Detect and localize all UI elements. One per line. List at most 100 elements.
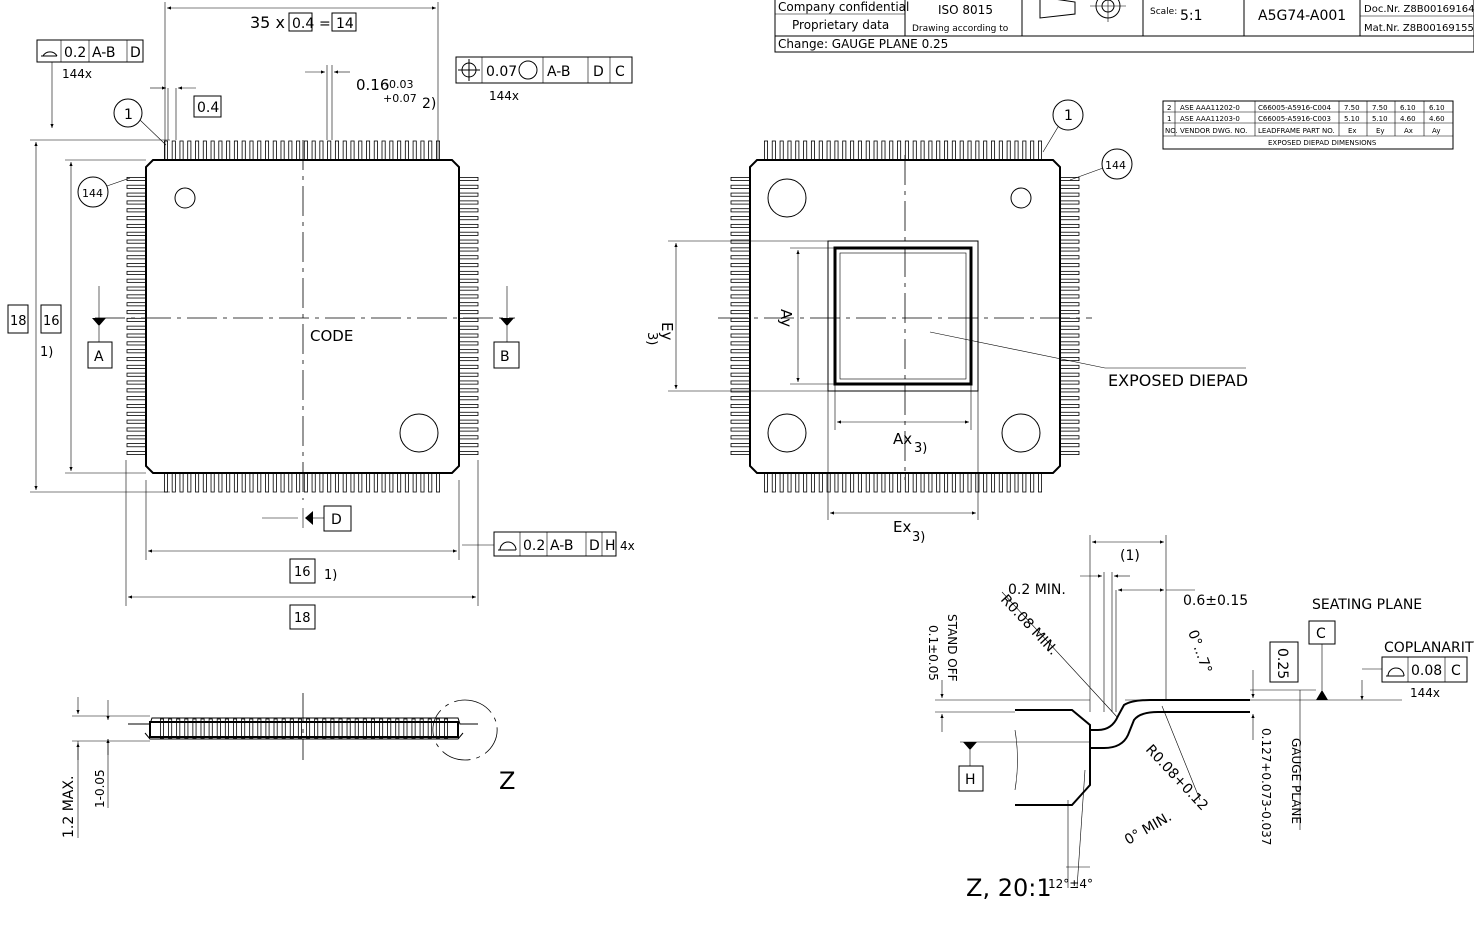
profile-surface-icon	[498, 541, 517, 551]
lead	[176, 718, 181, 739]
datum-c: C	[1316, 626, 1326, 642]
pin1-mark	[174, 187, 196, 209]
dim-18-bottom: 18	[294, 611, 311, 626]
lead	[730, 278, 751, 283]
lead	[458, 372, 479, 377]
lead	[126, 216, 147, 221]
lead	[381, 140, 386, 161]
lead	[998, 140, 1003, 161]
table-header-no: NO.	[1165, 127, 1178, 135]
lead	[865, 472, 870, 493]
lead	[1022, 140, 1027, 161]
lead	[873, 472, 878, 493]
lead	[730, 443, 751, 448]
lead	[928, 472, 933, 493]
note-1-bottom: 1)	[324, 568, 337, 583]
detail-scale: Z, 20:1	[966, 874, 1052, 902]
lead	[458, 364, 479, 369]
ejector-mark	[767, 413, 807, 453]
lead	[126, 388, 147, 393]
ey-label: Ey	[658, 322, 676, 340]
lead	[730, 270, 751, 275]
lead-row-left	[126, 176, 147, 455]
lead	[857, 140, 862, 161]
lead	[730, 364, 751, 369]
zero-min: 0° MIN.	[1122, 809, 1175, 849]
lead	[126, 255, 147, 260]
lead	[126, 364, 147, 369]
lead	[730, 349, 751, 354]
lead	[920, 140, 925, 161]
lead	[730, 176, 751, 181]
lead	[881, 472, 886, 493]
table-header-vendor: VENDOR DWG. NO.	[1180, 127, 1247, 135]
top-view: CODE 35 x 0.4 = 14 0.2 A-B D 144x 1 144	[7, 2, 635, 630]
lead	[404, 472, 409, 493]
lead	[730, 255, 751, 260]
datum-d: D	[331, 512, 342, 528]
lead	[944, 140, 949, 161]
lead	[818, 472, 823, 493]
lead	[202, 140, 207, 161]
position-datum-d: D	[593, 64, 604, 80]
lead	[795, 140, 800, 161]
lead	[897, 472, 902, 493]
profile-surface-icon	[41, 51, 58, 57]
lead	[412, 472, 417, 493]
lead	[126, 435, 147, 440]
lead	[126, 419, 147, 424]
profile-datum-d: D	[589, 538, 600, 554]
lead	[904, 140, 909, 161]
lead	[1059, 450, 1080, 455]
lead	[435, 472, 440, 493]
coplanarity-label: COPLANARITY	[1384, 640, 1474, 656]
lead	[126, 247, 147, 252]
lead	[126, 200, 147, 205]
lead	[810, 472, 815, 493]
lead-tol-minus: -0.03	[385, 78, 413, 91]
lead	[771, 472, 776, 493]
exposed-diepad	[833, 246, 973, 386]
lead	[458, 435, 479, 440]
side-view: Z 1.2 MAX. 1-0.05	[61, 693, 515, 838]
lead	[458, 349, 479, 354]
lead	[126, 302, 147, 307]
standoff-value: 0.1±0.05	[926, 625, 940, 681]
gauge-value: 0.25	[1274, 648, 1290, 679]
table-cell: 4.60	[1400, 115, 1416, 123]
lead	[842, 140, 847, 161]
lead	[959, 472, 964, 493]
coplanarity-frame: 0.08 C	[1381, 656, 1468, 683]
lead	[458, 325, 479, 330]
lead	[330, 718, 335, 739]
lead	[458, 216, 479, 221]
lead	[730, 333, 751, 338]
lead	[200, 718, 205, 739]
profile-datum: A-B	[92, 45, 115, 61]
lead	[233, 472, 238, 493]
angle-tolerance: 12°±4°	[1048, 877, 1093, 891]
lead	[1006, 472, 1011, 493]
lead	[358, 140, 363, 161]
pitch-box: 0.4	[197, 100, 219, 116]
lead	[730, 216, 751, 221]
lead	[730, 450, 751, 455]
lead	[126, 450, 147, 455]
lead	[458, 404, 479, 409]
lead	[1059, 396, 1080, 401]
lead	[303, 472, 308, 493]
lead	[928, 140, 933, 161]
lead	[241, 718, 246, 739]
lead	[265, 472, 270, 493]
lead	[458, 294, 479, 299]
scale-value: 5:1	[1180, 8, 1203, 24]
lead	[249, 472, 254, 493]
note-3-ey: 3)	[644, 332, 659, 345]
lead	[443, 718, 448, 739]
standard-text: ISO 8015	[938, 3, 993, 17]
lead	[195, 140, 200, 161]
lead	[458, 357, 479, 362]
lead	[184, 718, 189, 739]
lead	[1059, 223, 1080, 228]
